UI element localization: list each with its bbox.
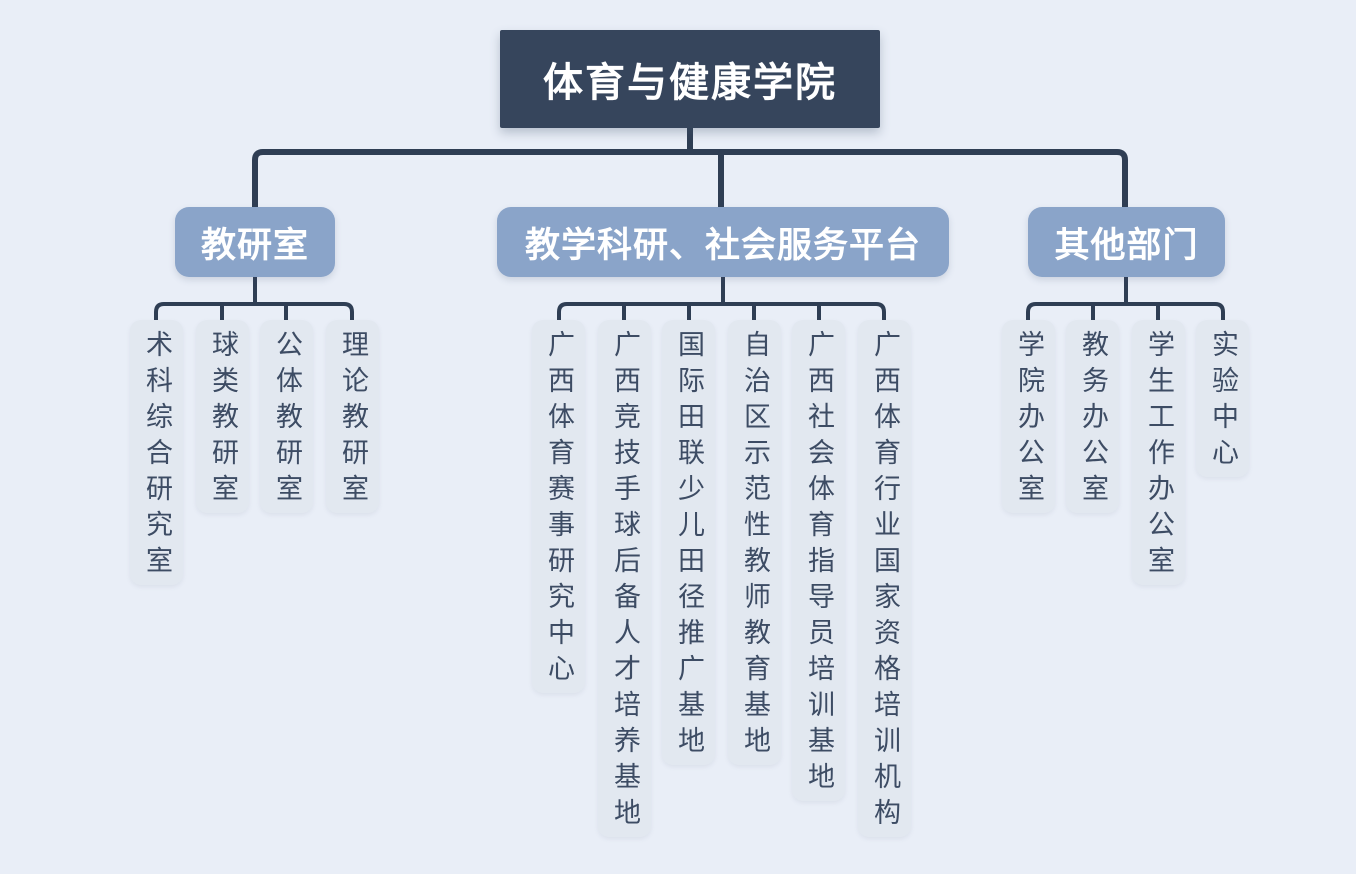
leaf-label: 球类教研室 [207,330,238,510]
leaf-node: 教务办公室 [1066,320,1119,513]
leaf-label: 广西体育赛事研究中心 [543,330,574,690]
leaf-node: 广西竞技手球后备人才培养基地 [598,320,651,837]
leaf-node: 术科综合研究室 [130,320,183,585]
leaf-node: 广西体育行业国家资格培训机构 [858,320,911,837]
leaf-label: 广西体育行业国家资格培训机构 [869,330,900,834]
leaf-node: 广西社会体育指导员培训基地 [792,320,845,801]
leaf-node: 自治区示范性教师教育基地 [728,320,781,765]
leaf-label: 国际田联少儿田径推广基地 [673,330,704,762]
leaf-node: 球类教研室 [196,320,249,513]
leaf-label: 公体教研室 [271,330,302,510]
leaf-label: 广西社会体育指导员培训基地 [803,330,834,798]
leaf-label: 实验中心 [1207,330,1238,474]
leaf-node: 学院办公室 [1002,320,1055,513]
root-node-college: 体育与健康学院 [500,30,880,128]
branch-node-service-platforms: 教学科研、社会服务平台 [497,207,949,277]
leaf-node: 公体教研室 [260,320,313,513]
leaf-label: 术科综合研究室 [141,330,172,582]
leaf-node: 广西体育赛事研究中心 [532,320,585,693]
leaf-node: 学生工作办公室 [1132,320,1185,585]
leaf-label: 理论教研室 [337,330,368,510]
branch-node-teaching-research-offices: 教研室 [175,207,335,277]
leaf-node: 理论教研室 [326,320,379,513]
leaf-label: 广西竞技手球后备人才培养基地 [609,330,640,834]
leaf-label: 教务办公室 [1077,330,1108,510]
leaf-label: 学生工作办公室 [1143,330,1174,582]
leaf-label: 学院办公室 [1013,330,1044,510]
leaf-node: 国际田联少儿田径推广基地 [662,320,715,765]
leaf-label: 自治区示范性教师教育基地 [739,330,770,762]
leaf-node: 实验中心 [1196,320,1249,477]
branch-node-other-departments: 其他部门 [1028,207,1225,277]
